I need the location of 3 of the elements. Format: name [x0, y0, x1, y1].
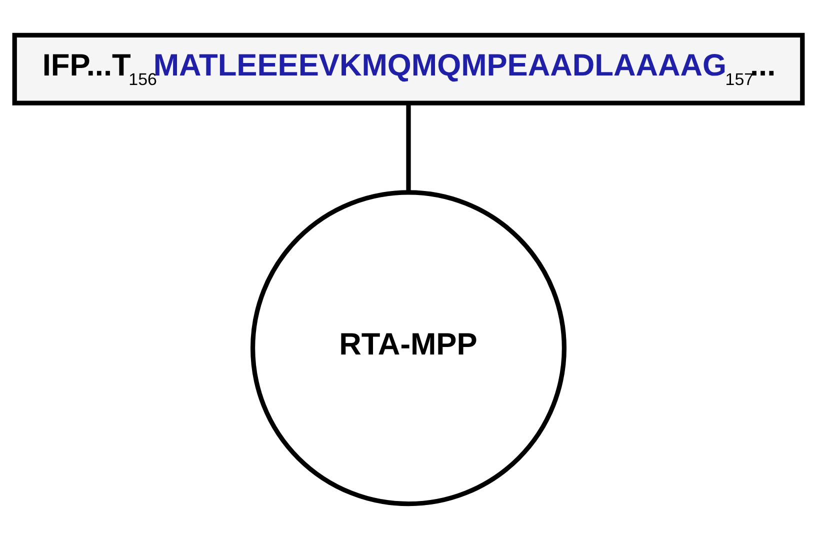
- connector: [406, 103, 411, 192]
- node-box: IFP...T$_{156}$MATLEEEEVKMQMQMPEAADLAAAAG$_{157}$...: [12, 32, 805, 106]
- node-circle: RTA-MPP: [250, 190, 567, 506]
